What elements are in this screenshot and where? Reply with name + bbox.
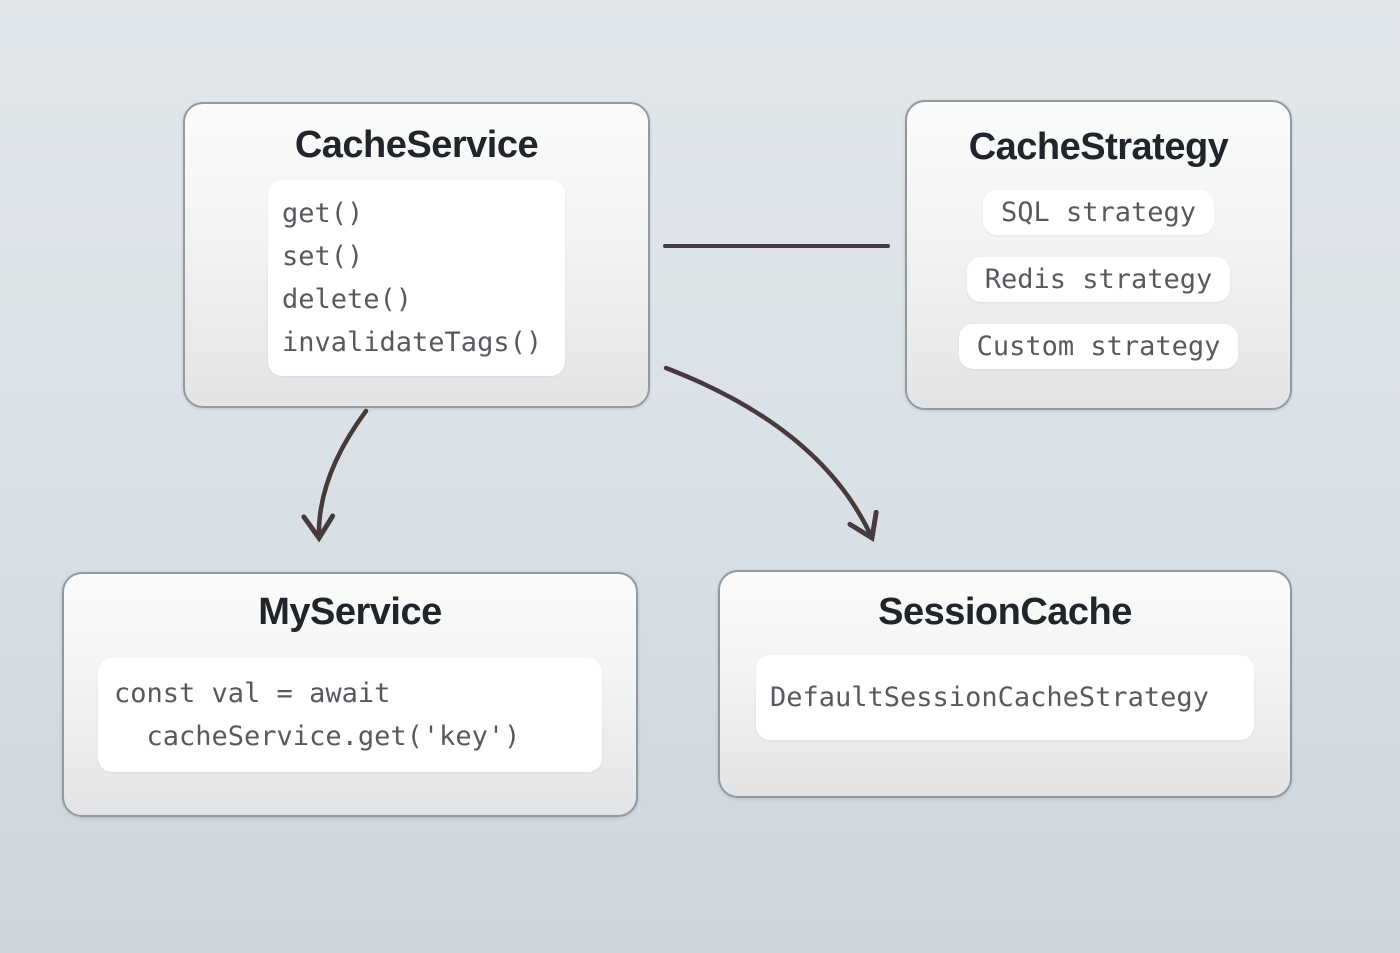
strategy-pill: SQL strategy xyxy=(982,190,1215,235)
code-line: DefaultSessionCacheStrategy xyxy=(770,682,1209,713)
method-item: set() xyxy=(282,241,364,272)
node-sessioncache-title: SessionCache xyxy=(878,591,1132,633)
sessioncache-code-panel: DefaultSessionCacheStrategy xyxy=(756,655,1254,740)
method-item: get() xyxy=(282,198,364,229)
node-cacheservice-title: CacheService xyxy=(294,124,539,166)
node-sessioncache: SessionCache DefaultSessionCacheStrategy xyxy=(718,570,1292,798)
node-cacheservice: CacheService get() set() delete() invali… xyxy=(183,102,650,408)
method-item: invalidateTags() xyxy=(282,327,543,358)
method-item: delete() xyxy=(282,284,413,315)
strategy-pill: Custom strategy xyxy=(958,324,1239,369)
node-cachestrategy-title: CacheStrategy xyxy=(968,126,1229,168)
myservice-code-panel: const val = await cacheService.get('key'… xyxy=(98,658,602,772)
code-line: const val = await xyxy=(114,678,391,709)
node-cachestrategy: CacheStrategy SQL strategy Redis strateg… xyxy=(905,100,1292,410)
strategy-pill: Redis strategy xyxy=(966,257,1231,302)
node-myservice: MyService const val = await cacheService… xyxy=(62,572,638,817)
strategy-pill-list: SQL strategy Redis strategy Custom strat… xyxy=(907,190,1290,369)
cacheservice-methods-panel: get() set() delete() invalidateTags() xyxy=(268,180,565,376)
edge-cacheservice-myservice-arrow xyxy=(301,408,369,543)
edge-cacheservice-sessioncache-arrow xyxy=(663,365,879,543)
code-line: cacheService.get('key') xyxy=(114,721,521,752)
node-myservice-title: MyService xyxy=(258,591,442,633)
